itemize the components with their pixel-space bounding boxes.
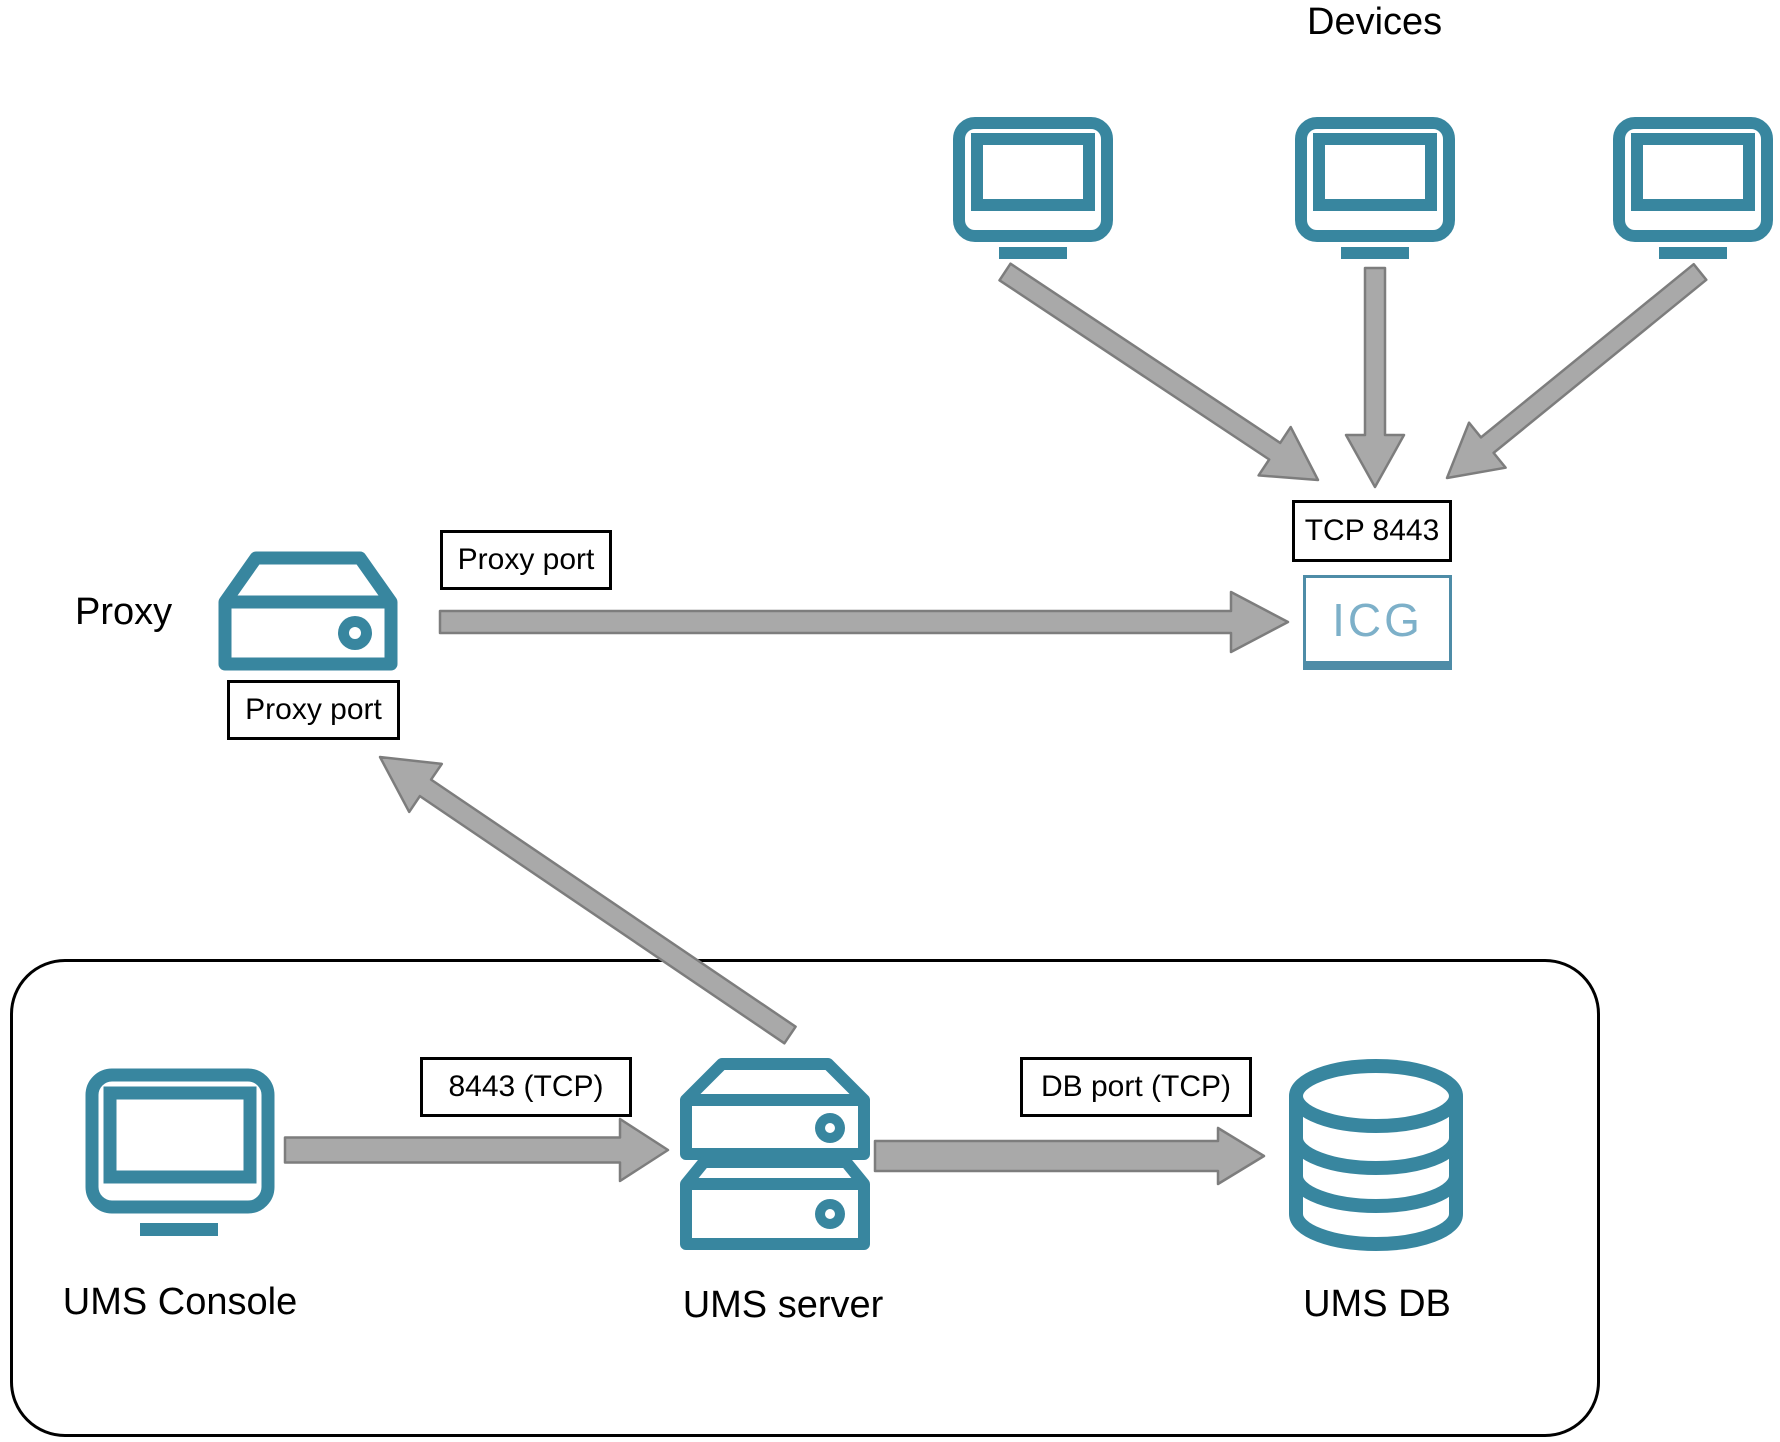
server-db-port-label: DB port (TCP) [1020, 1057, 1252, 1117]
arrow-server-to-db [873, 1126, 1266, 1186]
icg-label: ICG [1332, 593, 1423, 646]
device-monitor-icon [1295, 117, 1455, 259]
arrow-console-to-server [283, 1117, 670, 1183]
device-monitor-icon [953, 117, 1113, 259]
icg-node: ICG [1303, 575, 1452, 670]
tcp-8443-port-label: TCP 8443 [1292, 500, 1452, 562]
ums-server-label: UMS server [682, 1284, 884, 1326]
proxy-label: Proxy [75, 591, 173, 633]
arrow-ums-server-to-proxy [378, 755, 797, 1045]
proxy-port-label-top: Proxy port [440, 530, 612, 590]
ums-db-label: UMS DB [1303, 1283, 1451, 1325]
ums-server-stack-icon [680, 1058, 870, 1250]
arrow-proxy-to-icg [438, 590, 1290, 654]
proxy-server-icon [218, 551, 398, 671]
arrow-device-1-to-icg [998, 262, 1320, 482]
console-server-port-label: 8443 (TCP) [420, 1057, 632, 1117]
arrow-device-2-to-icg [1344, 266, 1406, 489]
ums-database-icon [1289, 1059, 1463, 1251]
ums-console-monitor-icon [85, 1068, 275, 1236]
device-monitor-icon [1613, 117, 1773, 259]
devices-label: Devices [1307, 1, 1443, 43]
ums-console-label: UMS Console [62, 1281, 298, 1323]
proxy-port-label-bottom: Proxy port [227, 680, 400, 740]
arrow-device-3-to-icg [1445, 262, 1708, 480]
